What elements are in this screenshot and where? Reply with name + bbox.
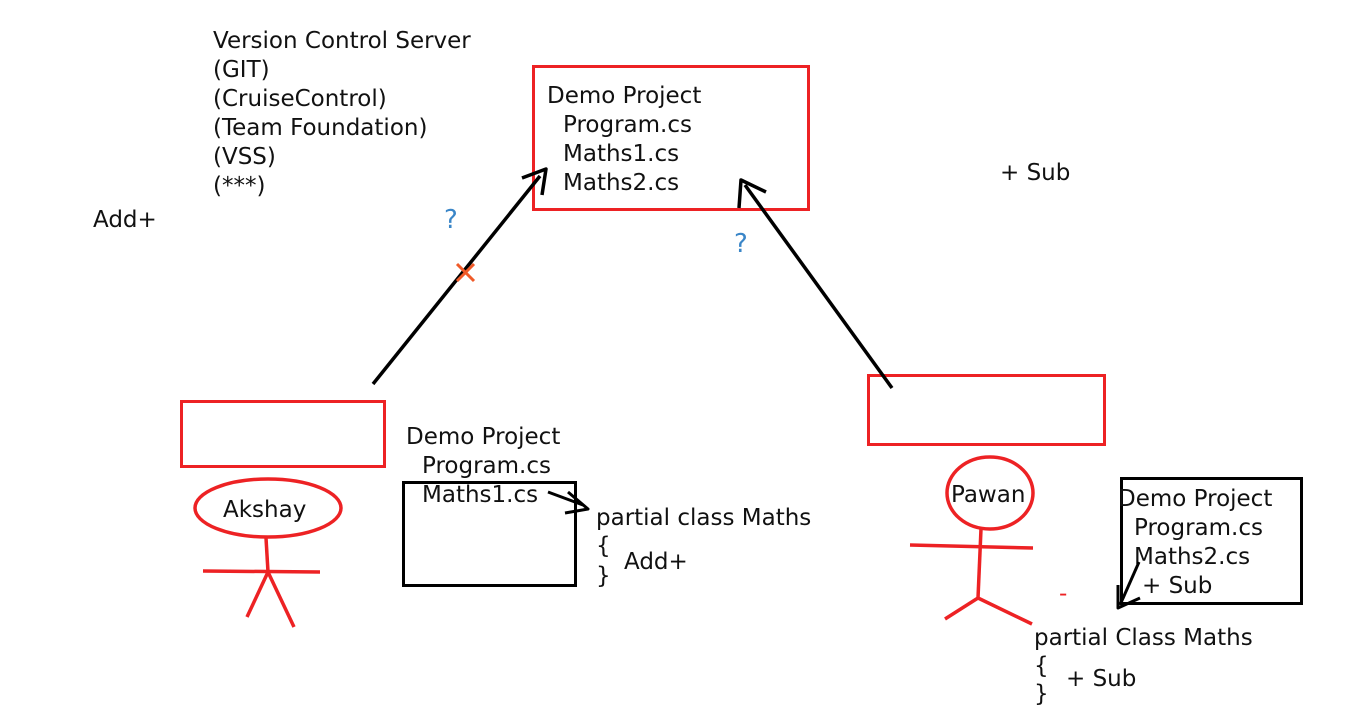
maths2-pointer-head bbox=[1116, 585, 1141, 610]
akshay-local-box bbox=[402, 481, 577, 587]
question-mark-left: ? bbox=[444, 205, 458, 235]
pawan-file-maths2: Maths2.cs bbox=[1134, 544, 1251, 570]
question-mark-right: ? bbox=[734, 229, 748, 259]
server-file-maths1: Maths1.cs bbox=[563, 141, 680, 167]
pawan-name: Pawan bbox=[951, 482, 1026, 508]
akshay-project-title: Demo Project bbox=[406, 424, 561, 450]
maths1-pointer-arrow bbox=[547, 490, 584, 507]
pawan-arrowhead bbox=[737, 178, 767, 209]
akshay-name: Akshay bbox=[223, 497, 307, 523]
pawan-stick-figure bbox=[909, 455, 1035, 626]
maths1-pointer-head bbox=[564, 490, 590, 515]
pawan-local-box bbox=[1120, 477, 1303, 605]
pawan-project-title: Demo Project bbox=[1118, 486, 1273, 512]
akshay-member-add: Add+ bbox=[624, 549, 688, 575]
akshay-file-maths1: Maths1.cs bbox=[422, 482, 539, 508]
akshay-stick-figure bbox=[193, 477, 343, 628]
sub-note: + Sub bbox=[1000, 160, 1071, 186]
akshay-brace-open: { bbox=[596, 533, 611, 559]
server-project-title: Demo Project bbox=[547, 83, 702, 109]
maths2-pointer-arrow bbox=[1118, 561, 1141, 606]
akshay-machine-box bbox=[180, 400, 386, 468]
akshay-class-decl: partial class Maths bbox=[596, 505, 812, 531]
failed-x-icon bbox=[455, 262, 476, 283]
pawan-extra-sub: + Sub bbox=[1142, 573, 1213, 599]
vcs-others: (***) bbox=[213, 173, 266, 199]
server-file-maths2: Maths2.cs bbox=[563, 170, 680, 196]
vcs-title: Version Control Server bbox=[213, 28, 471, 54]
red-minus-mark: - bbox=[1059, 581, 1068, 607]
akshay-arrowhead bbox=[521, 167, 548, 196]
akshay-brace-close: } bbox=[596, 563, 611, 589]
vcs-team-foundation: (Team Foundation) bbox=[213, 115, 428, 141]
pawan-file-program: Program.cs bbox=[1134, 515, 1263, 541]
vcs-git: (GIT) bbox=[213, 57, 270, 83]
add-note: Add+ bbox=[93, 207, 157, 233]
akshay-file-program: Program.cs bbox=[422, 453, 551, 479]
pawan-class-decl: partial Class Maths bbox=[1034, 625, 1253, 651]
server-file-program: Program.cs bbox=[563, 112, 692, 138]
pawan-brace-open: { bbox=[1034, 653, 1049, 679]
pawan-member-sub: + Sub bbox=[1066, 666, 1137, 692]
vcs-cruisecontrol: (CruiseControl) bbox=[213, 86, 387, 112]
server-project-box bbox=[532, 65, 810, 211]
pawan-to-server-arrow bbox=[743, 183, 894, 390]
vcs-vss: (VSS) bbox=[213, 144, 276, 170]
pawan-machine-box bbox=[867, 374, 1106, 446]
